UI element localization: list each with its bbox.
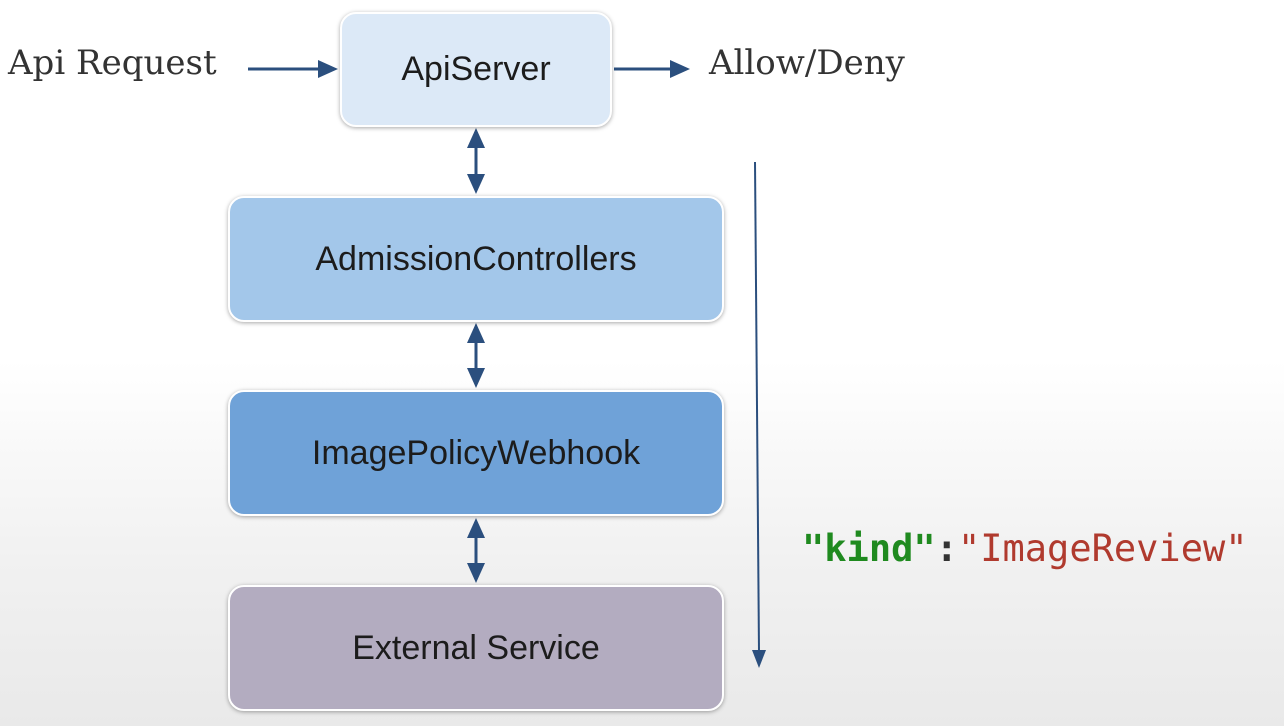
allow-deny-label: Allow/Deny: [709, 43, 905, 83]
request-arrow: [248, 60, 338, 78]
admission-imagepolicy-arrow: [467, 323, 485, 388]
response-arrow: [614, 60, 690, 78]
apiserver-label: ApiServer: [401, 50, 551, 88]
image-policy-webhook-label: ImagePolicyWebhook: [311, 433, 641, 472]
apiserver-admission-arrow: [467, 128, 485, 194]
api-request-label: Api Request: [8, 43, 217, 83]
image-review-kind-snippet: "kind":"ImageReview": [802, 530, 1248, 567]
code-value: "ImageReview": [957, 527, 1248, 570]
external-service-label: External Service: [352, 628, 600, 667]
external-service-box: External Service: [228, 585, 724, 711]
imagepolicy-external-arrow: [467, 518, 485, 583]
flow-down-arrow: [752, 161, 766, 668]
code-separator: :: [935, 527, 958, 570]
image-policy-webhook-box: ImagePolicyWebhook: [228, 390, 724, 516]
apiserver-box: ApiServer: [340, 12, 612, 127]
admission-controllers-box: AdmissionControllers: [228, 196, 724, 322]
code-key: "kind": [802, 527, 936, 570]
admission-controllers-label: AdmissionControllers: [315, 239, 637, 278]
